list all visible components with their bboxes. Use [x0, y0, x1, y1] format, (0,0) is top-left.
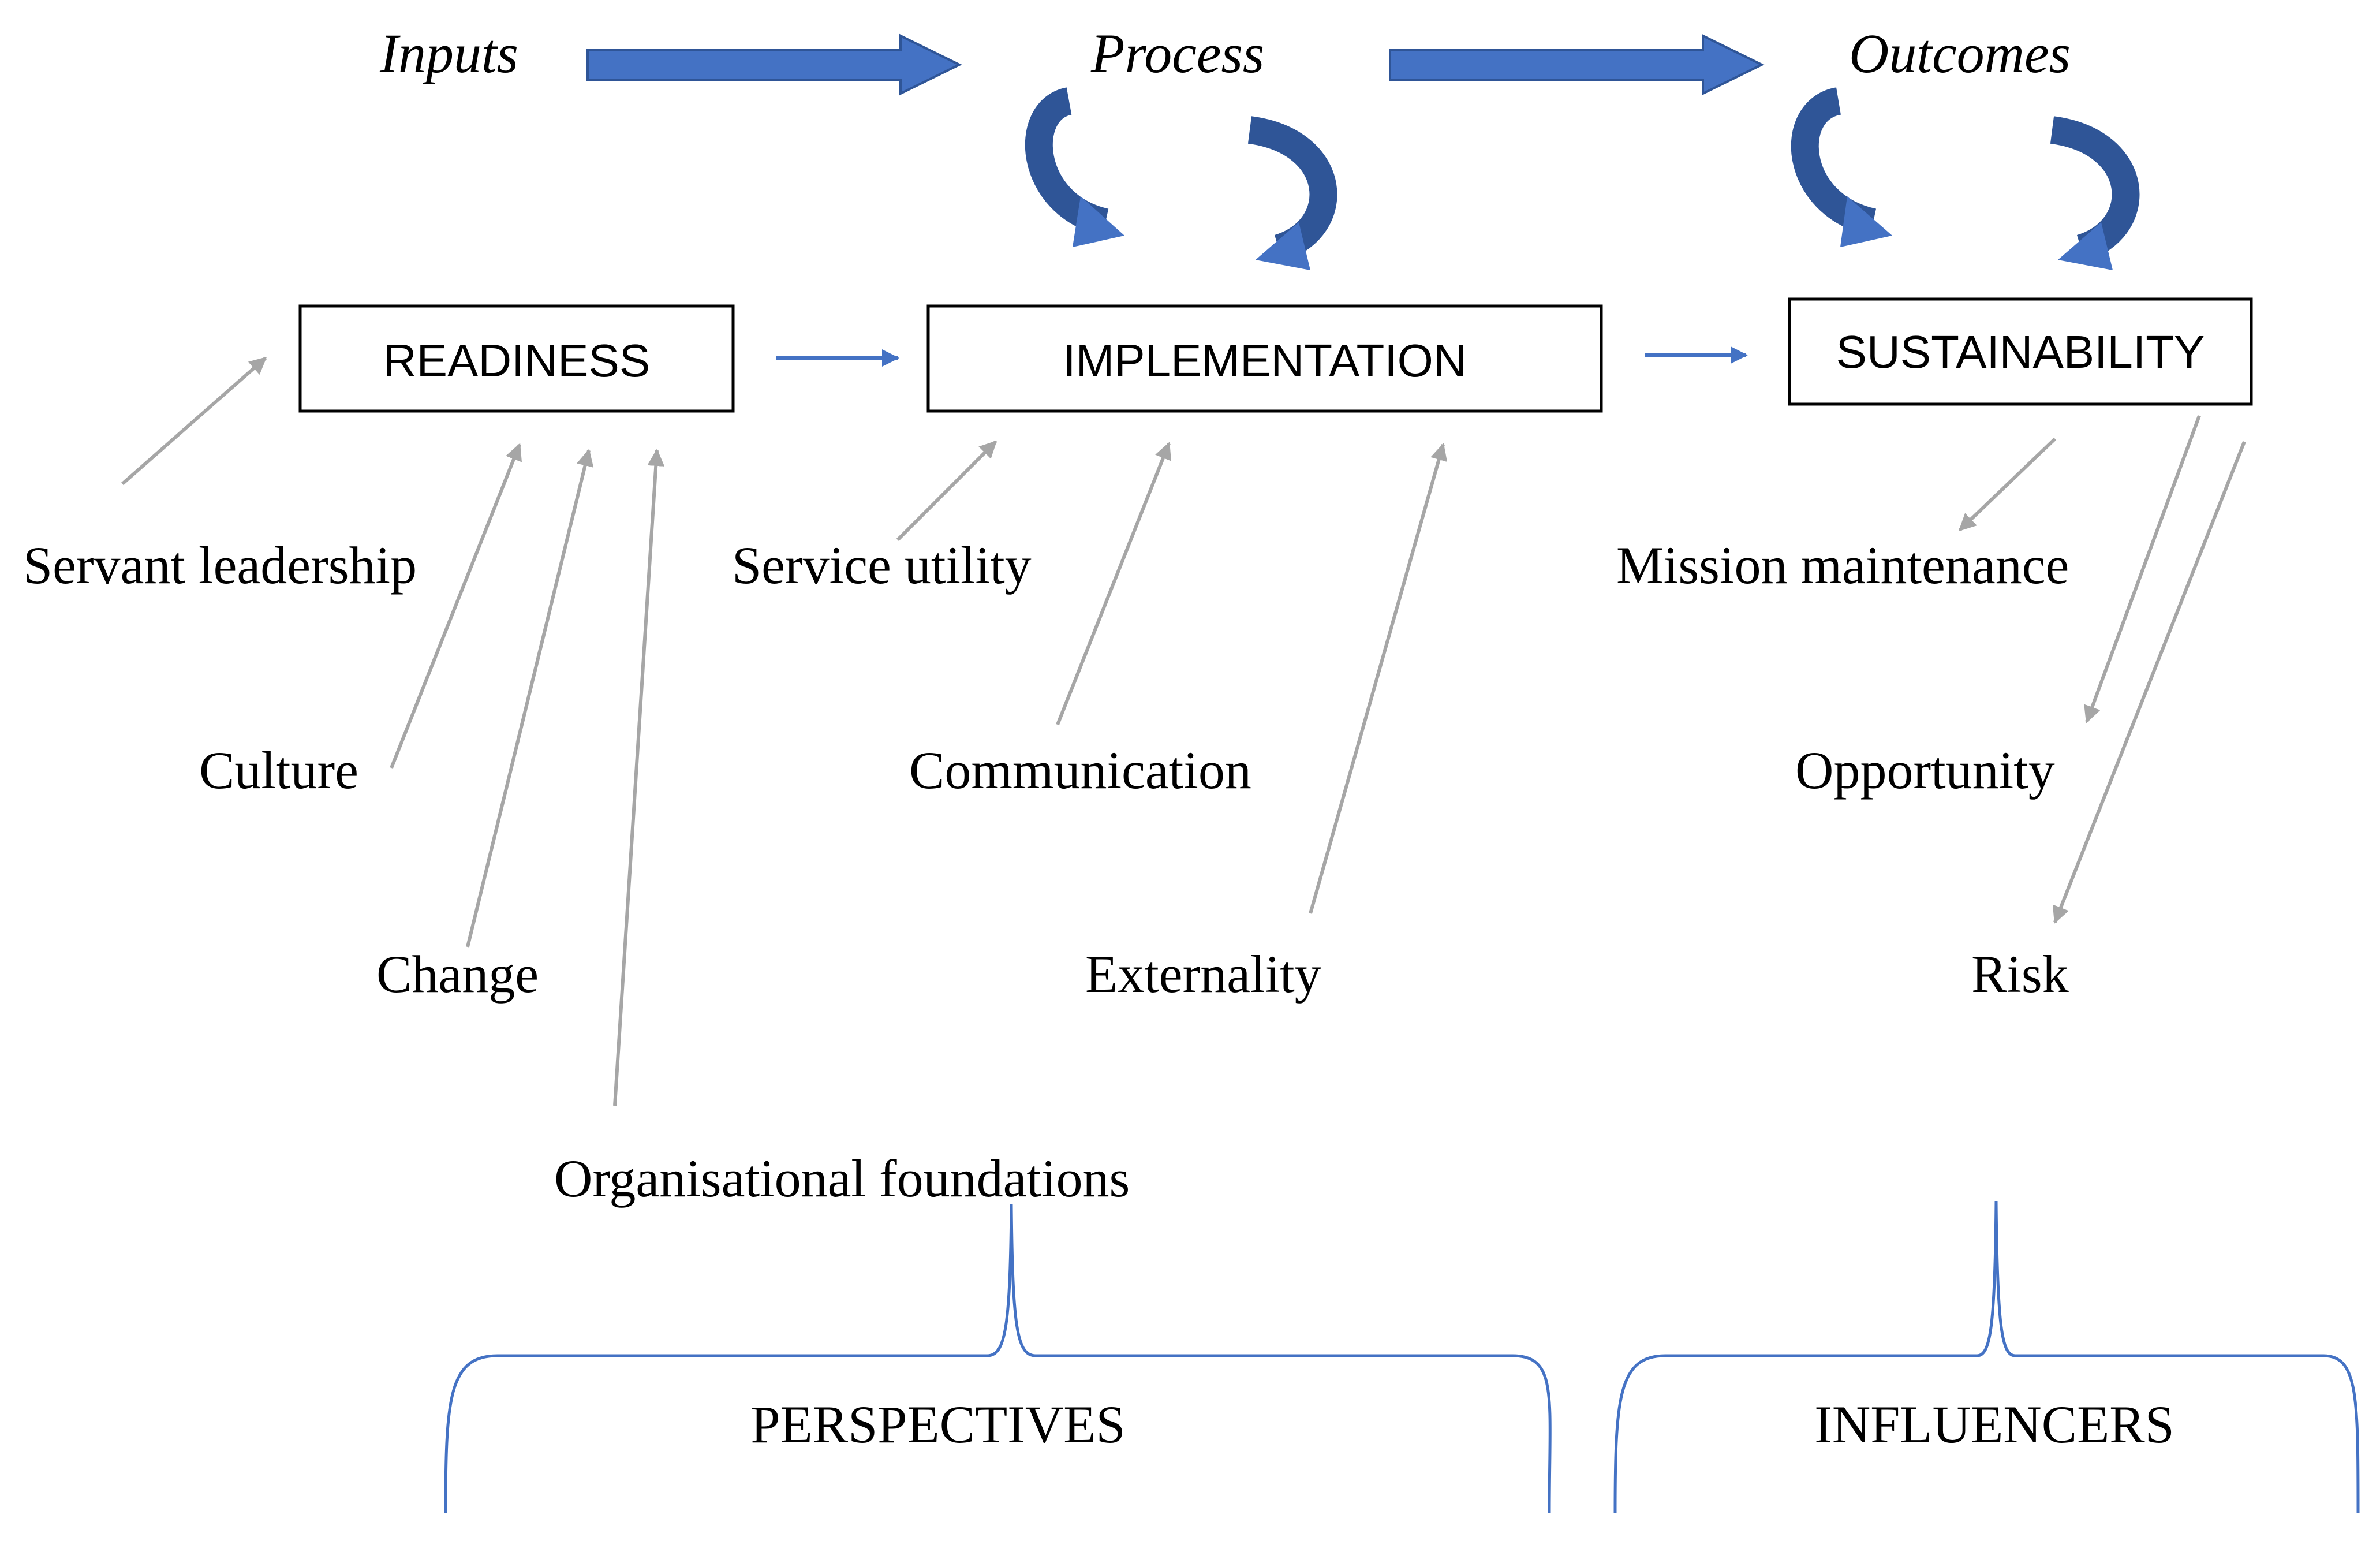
implementation-box — [926, 304, 1603, 413]
servant-leadership-label: Servant leadership — [23, 536, 417, 595]
culture-arrow — [390, 443, 522, 769]
stage-process-label: Process — [1090, 23, 1264, 84]
servant-leadership-arrow — [121, 356, 267, 486]
opportunity-arrow — [2084, 415, 2201, 723]
risk-label: Risk — [1971, 945, 2069, 1004]
risk-arrow — [2052, 441, 2246, 924]
process-to-outcomes-arrow — [1389, 33, 1765, 96]
influencers-brace — [1613, 1200, 2360, 1513]
externality-label: Externality — [1085, 945, 1321, 1004]
communication-arrow — [1056, 442, 1171, 726]
communication-label: Communication — [909, 741, 1251, 800]
change-label: Change — [376, 945, 539, 1004]
culture-label: Culture — [199, 741, 358, 800]
readiness-label: READINESS — [383, 335, 650, 386]
perspectives-label: PERSPECTIVES — [750, 1395, 1125, 1454]
influencers-label: INFLUENCERS — [1814, 1395, 2174, 1454]
organisational-foundations-label: Organisational foundations — [554, 1149, 1130, 1208]
implementation-label: IMPLEMENTATION — [1063, 335, 1466, 386]
opportunity-label: Opportunity — [1795, 741, 2055, 800]
organisational-foundations-arrow — [613, 449, 665, 1106]
service-utility-arrow — [896, 440, 997, 542]
perspectives-brace — [444, 1203, 1552, 1513]
service-utility-label: Service utility — [732, 536, 1032, 595]
outcomes-cycle-icon — [1791, 87, 2140, 270]
inputs-to-process-arrow — [586, 33, 962, 96]
process-cycle-icon — [1025, 87, 1337, 270]
change-arrow — [466, 449, 594, 948]
mission-maintenance-arrow — [1958, 437, 2057, 532]
sustainability-label: SUSTAINABILITY — [1836, 326, 2205, 378]
stage-inputs-label: Inputs — [379, 23, 518, 84]
externality-arrow — [1309, 443, 1448, 914]
stage-outcomes-label: Outcomes — [1849, 23, 2071, 84]
sustainability-box — [1788, 297, 2253, 406]
mission-maintenance-label: Mission maintenance — [1616, 536, 2069, 595]
readiness-box — [298, 304, 735, 413]
